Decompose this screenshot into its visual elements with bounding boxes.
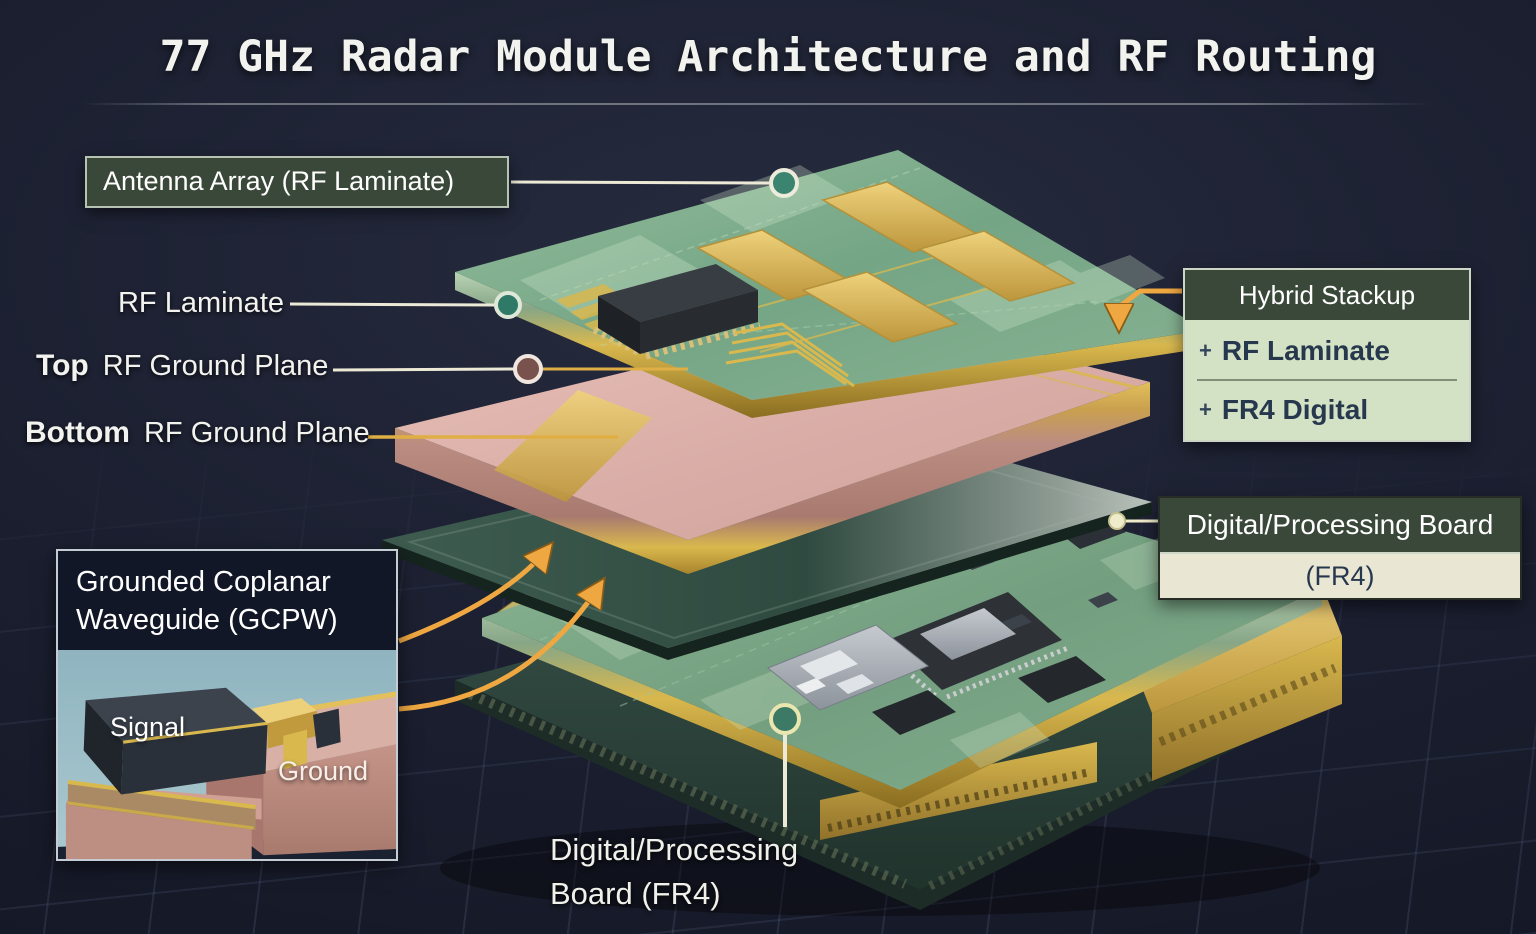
gcpw-arrow-lower xyxy=(398,582,602,712)
plus-icon: + xyxy=(1199,396,1212,422)
digital-board-callout: Digital/Processing Board (FR4) xyxy=(1158,496,1522,600)
hybrid-stackup-title: Hybrid Stackup xyxy=(1185,270,1469,320)
copper-stripe xyxy=(494,390,652,502)
top-ground-leader-line xyxy=(332,367,515,372)
rf-laminate-leader-line xyxy=(289,302,497,307)
bottom-ground-prefix: Bottom xyxy=(25,416,130,449)
gcpw-cross-section-inset: Signal Ground xyxy=(58,649,396,859)
radar-soc-chip xyxy=(767,624,929,711)
hybrid-stackup-item-rf-laminate: + RF Laminate xyxy=(1199,334,1390,366)
plus-icon: + xyxy=(1199,337,1212,363)
gcpw-arrow-upper xyxy=(398,546,550,644)
board-to-board-connector-front xyxy=(820,742,1097,840)
ground-label: Ground xyxy=(278,755,369,786)
qfn-chip xyxy=(872,690,956,735)
title-divider xyxy=(82,103,1432,105)
mmic-chip xyxy=(592,264,761,360)
hybrid-stackup-arrow xyxy=(1119,288,1182,328)
top-ground-prefix: Top xyxy=(36,349,89,382)
antenna-array-callout: Antenna Array (RF Laminate) xyxy=(85,156,509,208)
digital-board-box-marker xyxy=(1108,512,1126,530)
hybrid-stackup-item-fr4-digital: + FR4 Digital xyxy=(1199,393,1369,425)
antenna-array-leader-line xyxy=(510,180,772,185)
gcpw-cross-section-drawing xyxy=(58,649,396,859)
digital-board-bottom-note: Digital/Processing Board (FR4) xyxy=(550,832,799,911)
flash-chip xyxy=(1018,656,1106,703)
signal-label: Signal xyxy=(110,711,186,742)
antenna-array-marker xyxy=(769,168,799,198)
antenna-patches xyxy=(696,181,1076,343)
hybrid-stackup-divider xyxy=(1197,379,1457,381)
gcpw-callout: Grounded Coplanar Waveguide (GCPW) xyxy=(56,549,398,861)
antenna-array-board xyxy=(455,150,1205,418)
hybrid-stackup-callout: Hybrid Stackup + RF Laminate + FR4 Digit… xyxy=(1183,268,1471,442)
top-ground-marker xyxy=(513,354,543,384)
antenna-array-label: Antenna Array (RF Laminate) xyxy=(103,166,455,196)
inset-gold-conductor xyxy=(251,697,341,769)
inset-signal-stack xyxy=(65,687,268,859)
digital-board-note-marker xyxy=(769,703,801,735)
rf-laminate-marker xyxy=(494,291,522,319)
page-title: 77 GHz Radar Module Architecture and RF … xyxy=(159,32,1377,82)
gcpw-title: Grounded Coplanar Waveguide (GCPW) xyxy=(58,551,396,650)
digital-board-callout-title: Digital/Processing Board xyxy=(1160,498,1520,554)
leader-lines-and-markers xyxy=(289,168,1182,827)
rf-traces xyxy=(725,322,855,388)
hybrid-stackup-body: + RF Laminate + FR4 Digital xyxy=(1185,320,1469,440)
digital-board-callout-subtitle: (FR4) xyxy=(1160,554,1520,598)
rf-laminate-label: RF Laminate xyxy=(117,287,284,319)
